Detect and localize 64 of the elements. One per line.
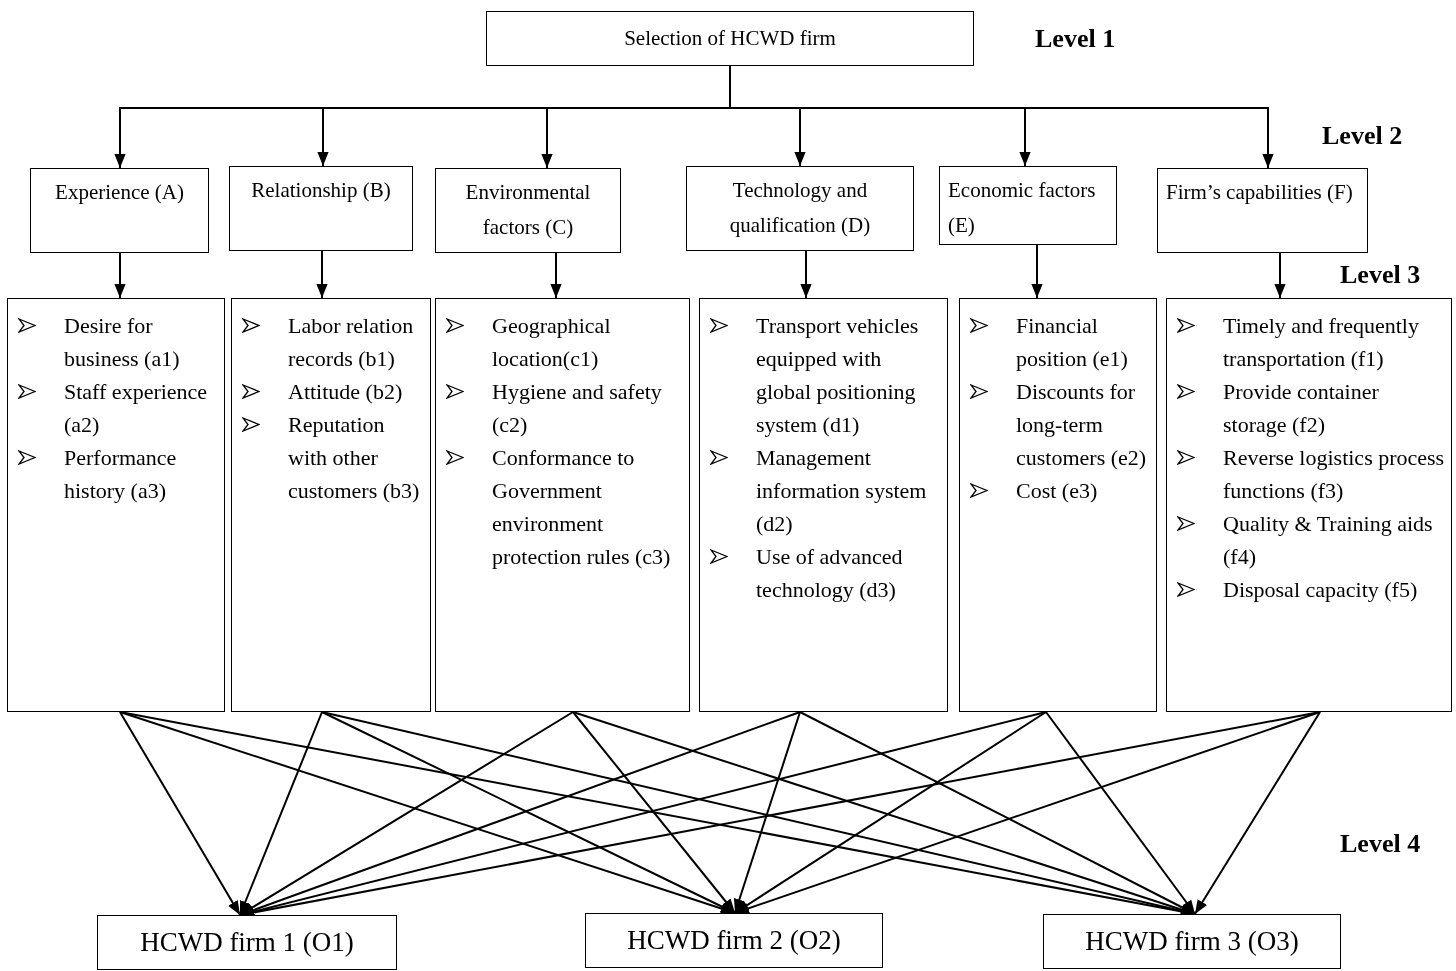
- criterion-box: [229, 166, 413, 251]
- alternative-text: HCWD firm 1 (O1): [140, 925, 354, 959]
- alternative-text: HCWD firm 3 (O3): [1085, 924, 1299, 958]
- level-label: Level 3: [1340, 260, 1421, 290]
- sub-criterion-item: Discounts for long-term customers (e2): [970, 375, 1150, 474]
- arrow: [114, 252, 126, 299]
- sub-criterion-item: Performance history (a3): [18, 441, 218, 507]
- arrow: [1194, 711, 1321, 915]
- sub-criteria-box: [699, 298, 948, 712]
- criterion-text: Firm’s capabilities (F): [1166, 179, 1354, 206]
- arrow: [550, 252, 562, 299]
- criterion-box: [30, 168, 209, 253]
- alternative-box: [97, 915, 397, 970]
- criterion-text: Economic factors (E): [948, 177, 1097, 239]
- criterion-box: [939, 166, 1117, 245]
- criterion-text: Technology and qualification (D): [728, 177, 872, 239]
- sub-criterion-item: Financial position (e1): [970, 309, 1150, 375]
- goal-box: [486, 11, 974, 66]
- arrow: [239, 711, 574, 916]
- alternative-box: [1043, 914, 1341, 969]
- criterion-text: Relationship (B): [250, 177, 392, 204]
- arrow: [1045, 711, 1196, 915]
- sub-criterion-item: Hygiene and safety (c2): [446, 375, 683, 441]
- sub-criterion-item: Conformance to Government environment protection rules (c3): [446, 441, 683, 573]
- arrow: [239, 711, 323, 916]
- sub-criterion-item: Disposal capacity (f5): [1177, 573, 1445, 606]
- sub-criterion-item: Attitude (b2): [242, 375, 424, 408]
- sub-criteria-box: [231, 298, 431, 712]
- arrow: [572, 711, 736, 914]
- sub-criterion-item: Reputation with other customers (b3): [242, 408, 424, 507]
- sub-criterion-item: Provide container storage (f2): [1177, 375, 1445, 441]
- goal-text: Selection of HCWD firm: [624, 24, 836, 52]
- criterion-text: Environmental factors (C): [464, 179, 592, 241]
- arrow: [1274, 252, 1286, 299]
- level-label: Level 4: [1340, 829, 1421, 859]
- arrow: [1031, 244, 1043, 299]
- sub-criteria-box: [7, 298, 225, 712]
- sub-criterion-item: Staff experience (a2): [18, 375, 218, 441]
- arrow: [119, 711, 241, 916]
- sub-criterion-item: Cost (e3): [970, 474, 1150, 507]
- criterion-box: [686, 166, 914, 251]
- arrow: [316, 250, 328, 299]
- level-label: Level 2: [1322, 121, 1403, 151]
- sub-criteria-box: [959, 298, 1157, 712]
- criterion-box: [435, 168, 621, 253]
- sub-criteria-box: [1166, 298, 1452, 712]
- sub-criterion-item: Geographical location(c1): [446, 309, 683, 375]
- arrow: [800, 250, 812, 299]
- sub-criterion-item: Management information system (d2): [710, 441, 941, 540]
- alternative-text: HCWD firm 2 (O2): [627, 923, 841, 957]
- sub-criterion-item: Use of advanced technology (d3): [710, 540, 941, 606]
- sub-criterion-item: Quality & Training aids (f4): [1177, 507, 1445, 573]
- sub-criterion-item: Transport vehicles equipped with global positioning system (d1): [710, 309, 941, 441]
- sub-criteria-box: [435, 298, 690, 712]
- level-label: Level 1: [1035, 24, 1116, 54]
- sub-criterion-item: Desire for business (a1): [18, 309, 218, 375]
- alternative-box: [585, 913, 883, 968]
- criterion-box: [1157, 168, 1368, 253]
- criterion-text: Experience (A): [54, 179, 185, 206]
- sub-criterion-item: Reverse logistics process functions (f3): [1177, 441, 1445, 507]
- sub-criterion-item: Labor relation records (b1): [242, 309, 424, 375]
- arrow: [734, 711, 1047, 914]
- sub-criterion-item: Timely and frequently transportation (f1): [1177, 309, 1445, 375]
- arrow: [734, 711, 801, 914]
